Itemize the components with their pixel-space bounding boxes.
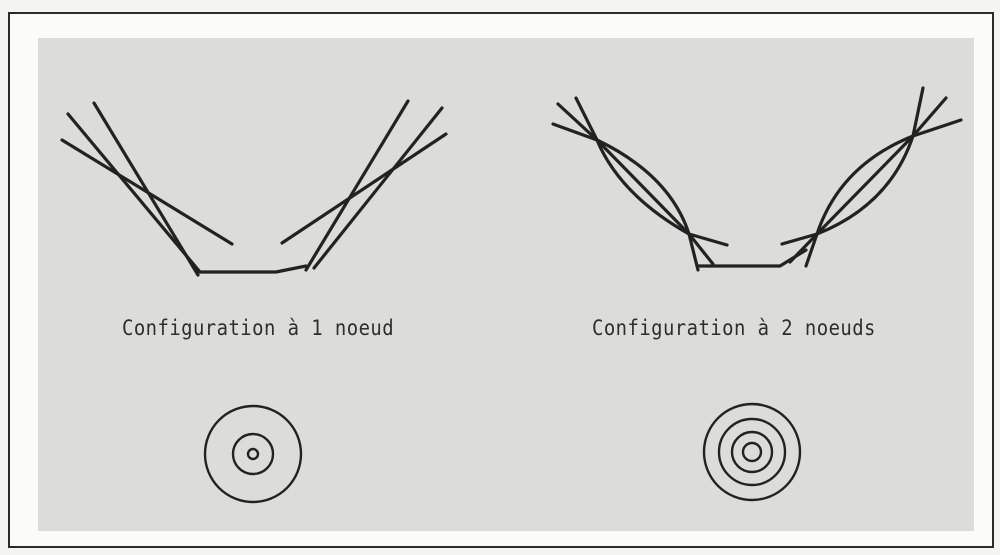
one-node-ring-pattern xyxy=(205,406,301,502)
one-node-beam-diagram xyxy=(62,101,446,275)
ring xyxy=(719,419,785,485)
ring xyxy=(248,449,258,459)
ring xyxy=(732,432,772,472)
two-node-ring-pattern xyxy=(704,404,800,500)
beam-ray xyxy=(306,101,408,270)
beam-ray xyxy=(94,103,198,275)
caption-two-nodes: Configuration à 2 noeuds xyxy=(592,316,876,346)
ring xyxy=(233,434,273,474)
beam-trough xyxy=(200,266,306,272)
caption-one-node: Configuration à 1 noeud xyxy=(122,316,394,346)
ring xyxy=(205,406,301,502)
beam-ray xyxy=(597,140,689,234)
two-node-beam-diagram xyxy=(553,88,961,270)
beam-ray xyxy=(314,108,442,268)
ring xyxy=(743,443,761,461)
beam-ray xyxy=(817,136,913,234)
beam-ray xyxy=(282,134,446,243)
